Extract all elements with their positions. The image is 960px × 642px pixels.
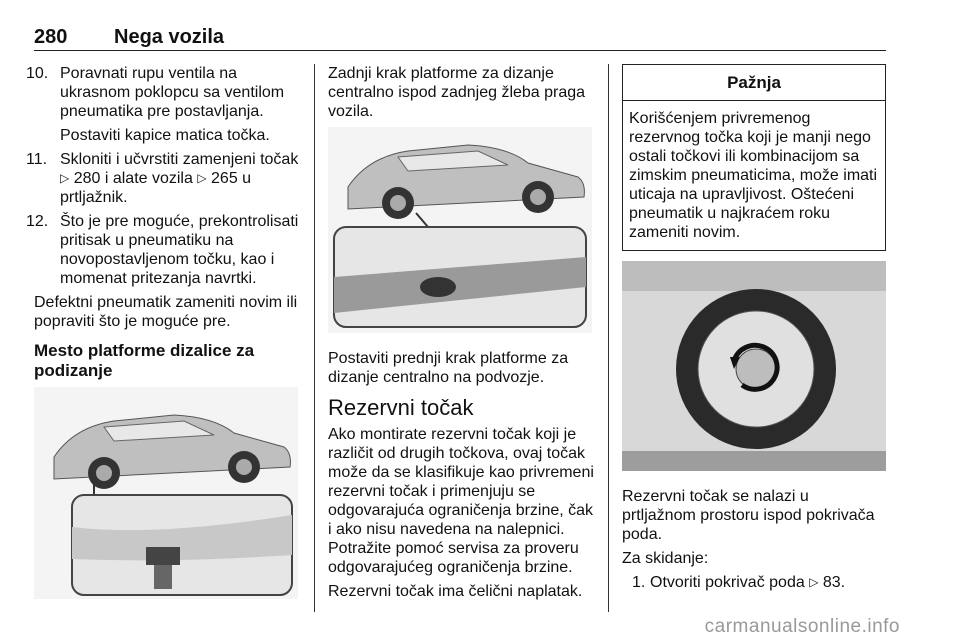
- item-number: 11.: [26, 151, 48, 168]
- jack-point-figure-rear: [34, 387, 298, 599]
- page-header: 280 Nega vozila: [34, 24, 886, 51]
- column-1: 10. Poravnati rupu ventila na ukrasnom p…: [26, 64, 302, 599]
- item-text: Skloniti i učvrstiti zamenjeni točak: [60, 151, 299, 168]
- list-item-11: 11. Skloniti i učvrstiti zamenjeni točak…: [26, 150, 302, 207]
- column-2: Zadnji krak platforme za dizanje central…: [328, 64, 596, 606]
- list-item-1: 1. Otvoriti pokrivač poda ▷ 83.: [622, 573, 886, 592]
- section-heading: Rezervni točak: [328, 395, 474, 420]
- item-number: 1.: [632, 574, 646, 591]
- column-3: Pažnja Korišćenjem privremenog rezervnog…: [622, 64, 886, 597]
- page-ref-link[interactable]: 265: [211, 170, 238, 187]
- page-ref-arrow-icon: ▷: [197, 171, 207, 185]
- paragraph: Defektni pneumatik zameniti novim ili po…: [34, 294, 298, 330]
- item-text: Poravnati rupu ventila na ukrasnom poklo…: [60, 65, 285, 120]
- spare-wheel-figure: [622, 261, 886, 471]
- page-number: 280: [34, 26, 68, 48]
- warning-title: Pažnja: [623, 65, 885, 101]
- page-ref-arrow-icon: ▷: [60, 171, 70, 185]
- item-text: i alate vozila: [100, 170, 198, 187]
- item-text: Što je pre moguće, prekontrolisati priti…: [60, 213, 299, 287]
- paragraph: Za skidanje:: [622, 550, 709, 567]
- warning-box: Pažnja Korišćenjem privremenog rezervnog…: [622, 64, 886, 251]
- item-text: Otvoriti pokrivač poda: [650, 574, 810, 591]
- page-ref-link[interactable]: 280: [73, 170, 101, 187]
- warning-text: Korišćenjem privremenog rezervnog točka …: [629, 110, 878, 241]
- paragraph: Postaviti prednji krak platforme za diza…: [328, 350, 569, 386]
- page-ref-link[interactable]: 83.: [822, 574, 846, 591]
- jack-point-figure-front: [328, 127, 592, 333]
- page-ref-arrow-icon: ▷: [809, 575, 819, 589]
- column-divider-2: [608, 64, 609, 612]
- item-text: u prtljažnik.: [60, 170, 252, 206]
- paragraph: Zadnji krak platforme za dizanje central…: [328, 65, 586, 120]
- chapter-title: Nega vozila: [114, 26, 225, 48]
- paragraph: Rezervni točak se nalazi u prtljažnom pr…: [622, 488, 875, 543]
- list-item-10: 10. Poravnati rupu ventila na ukrasnom p…: [26, 64, 302, 121]
- item-number: 12.: [26, 213, 49, 230]
- item-number: 10.: [26, 65, 49, 82]
- list-item-12: 12. Što je pre moguće, prekontrolisati p…: [26, 212, 302, 288]
- paragraph: Ako montirate rezervni točak koji je raz…: [328, 426, 594, 576]
- item-note: Postaviti kapice matica točka.: [60, 127, 270, 144]
- watermark: carmanualsonline.info: [704, 616, 900, 637]
- subheading: Mesto platforme dizalice za podizanje: [34, 341, 255, 380]
- column-divider-1: [314, 64, 315, 612]
- paragraph: Rezervni točak ima čelični naplatak.: [328, 583, 583, 600]
